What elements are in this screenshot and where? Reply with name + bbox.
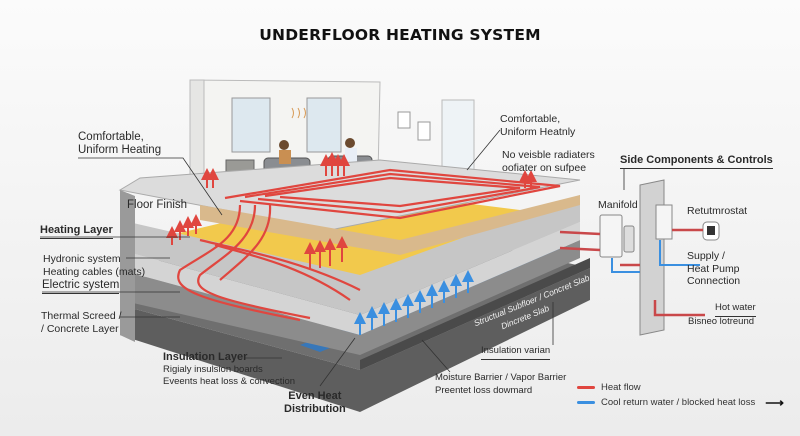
cool-return-swatch: [577, 401, 595, 404]
label-supply-heat-pump: Supply / Heat Pump Connection: [687, 250, 741, 287]
cool-arrows: [354, 270, 474, 335]
supply-pipes: [559, 228, 705, 317]
warmth-waves-icon: [291, 107, 306, 119]
picture-frame: [397, 111, 411, 129]
arrow-right-icon: ⟶: [765, 394, 784, 410]
window-left: [231, 97, 271, 153]
label-insulation-varian: Insulation varian: [481, 345, 551, 360]
label-thermostat: Retutmrostat: [687, 205, 748, 217]
label-moisture-barrier: Moisture Barrier / Vapor Barrier Preente…: [435, 372, 567, 396]
legend-item-heat-flow: Heat flow: [577, 380, 784, 395]
label-thermal-screed: Thermal Screed / / Concrete Layer: [41, 310, 122, 335]
label-hot-water: Hot water: [715, 302, 756, 317]
heating-pipes: [177, 168, 561, 322]
legend-item-cool-return: Cool return water / blocked heat loss ⟶: [577, 395, 784, 410]
heat-pump-unit: [655, 204, 673, 240]
side-components: [559, 168, 720, 336]
window-right: [306, 97, 342, 153]
label-no-radiators: No veisble radiaters oofiater on sufpee: [502, 149, 595, 174]
wood-floor: [200, 195, 580, 255]
label-comfort-right: Comfortable, Uniform Heatnly: [500, 113, 576, 138]
return-pipes: [611, 240, 700, 273]
diagram-title: UNDERFLOOR HEATING SYSTEM: [259, 26, 541, 44]
label-manifold: Manifold: [598, 199, 638, 211]
label-side-components: Side Components & Controls: [620, 154, 773, 169]
picture-frame: [417, 121, 431, 141]
thermal-screed: [120, 240, 580, 355]
legend: Heat flow Cool return water / blocked he…: [577, 380, 784, 410]
label-even-heat: Even Heat Distribution: [284, 390, 346, 415]
label-bisneo: Bisneo lotreund: [688, 316, 755, 327]
heat-arrows: [166, 152, 537, 270]
label-heating-layer: Heating Layer: [40, 224, 113, 239]
leader-lines: [40, 129, 554, 387]
heat-flow-swatch: [577, 386, 595, 389]
concrete-slab: [120, 268, 590, 412]
label-comfort-left: Comfortable, Uniform Heating: [78, 131, 162, 156]
label-hydronic: Hydronic system Heating cables (mats): [43, 253, 146, 278]
label-floor-finish: Floor Finish: [127, 199, 188, 211]
manifold-unit: [599, 214, 623, 258]
label-electric: Electric system: [42, 279, 120, 294]
label-insulation: Insulation Layer Rigialy insulsion board…: [163, 351, 296, 387]
